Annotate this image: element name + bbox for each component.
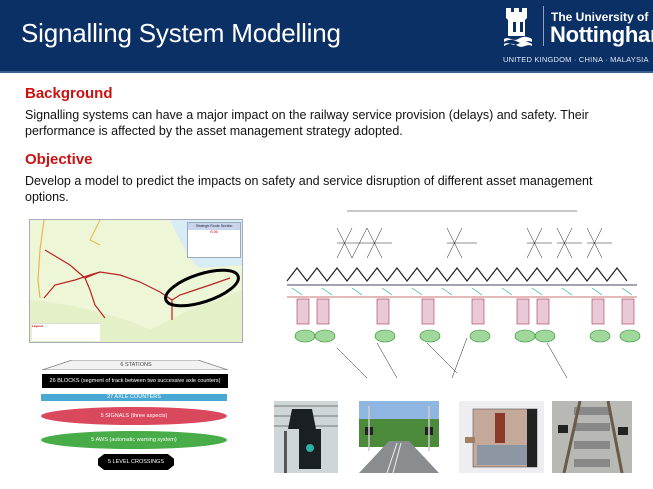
blocks-label: 26 BLOCKS (segment of track between two … xyxy=(49,378,221,384)
background-text: Signalling systems can have a major impa… xyxy=(25,108,589,138)
logo-divider xyxy=(543,6,544,46)
map-key: Legend xyxy=(32,323,100,341)
map-drawing xyxy=(30,220,242,342)
axle-counter-photo xyxy=(552,401,632,473)
castle-crest-icon xyxy=(504,8,532,47)
relay-photo xyxy=(459,401,544,473)
signals-layer: 5 SIGNALS (three aspects) xyxy=(41,407,227,425)
system-components-stack: 6 STATIONS 26 BLOCKS (segment of track b… xyxy=(38,357,234,475)
page-title: Signalling System Modelling xyxy=(21,18,341,48)
signals-label: 5 SIGNALS (three aspects) xyxy=(100,413,168,419)
blocks-layer: 26 BLOCKS (segment of track between two … xyxy=(42,374,228,388)
aws-label: 5 AWS (automatic warning system) xyxy=(91,437,177,443)
level-crossing-photo xyxy=(359,401,439,473)
route-map: Strategic Route Section B.06 Legend xyxy=(29,219,243,343)
level-crossings-layer: 5 LEVEL CROSSINGS xyxy=(98,454,174,470)
signal-photo xyxy=(274,401,338,473)
map-legend-box: Strategic Route Section B.06 xyxy=(187,222,241,258)
header-bar: Signalling System Modelling The Universi… xyxy=(0,0,653,73)
petri-net-diagram xyxy=(286,210,641,379)
axle-counters-label: 27 AXLE COUNTERS xyxy=(107,394,161,400)
objective-text: Develop a model to predict the impacts o… xyxy=(25,174,593,204)
background-heading: Background xyxy=(25,85,113,102)
aws-layer: 5 AWS (automatic warning system) xyxy=(41,431,227,449)
university-logo: The University of Nottingham UNITED KING… xyxy=(503,4,653,68)
logo-text-line1: The University of xyxy=(551,10,649,24)
stations-layer xyxy=(42,360,228,370)
axle-counters-layer: 27 AXLE COUNTERS xyxy=(41,394,227,401)
stations-label: 6 STATIONS xyxy=(120,362,152,368)
logo-text-line2: Nottingham xyxy=(550,22,653,47)
logo-subtitle: UNITED KINGDOM · CHINA · MALAYSIA xyxy=(503,55,649,64)
level-crossings-label: 5 LEVEL CROSSINGS xyxy=(107,459,165,465)
objective-heading: Objective xyxy=(25,151,93,168)
